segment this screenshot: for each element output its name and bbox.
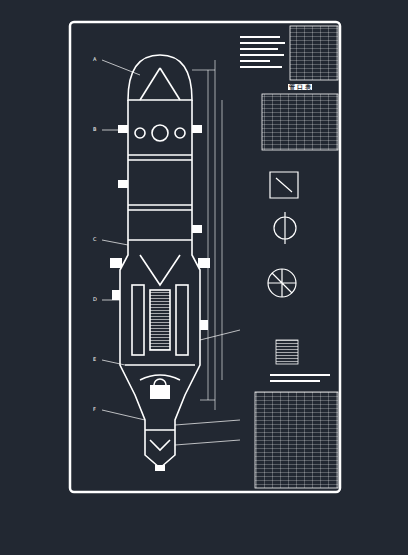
notes-text-block bbox=[240, 36, 330, 382]
nozzles bbox=[110, 125, 210, 471]
dimension-lines bbox=[192, 60, 222, 410]
drawing-frame bbox=[70, 22, 340, 492]
table-title: 管 口 表 bbox=[288, 84, 312, 90]
callout-letter: D bbox=[92, 297, 98, 302]
callout-letter: A bbox=[92, 57, 97, 62]
callout-letter: B bbox=[92, 127, 97, 132]
detail-views bbox=[268, 172, 298, 297]
callout-letter: E bbox=[92, 357, 97, 362]
leader-lines bbox=[102, 60, 240, 445]
vessel-body bbox=[120, 55, 200, 468]
tables bbox=[255, 26, 338, 488]
callout-letter: F bbox=[92, 407, 97, 412]
callout-letter: C bbox=[92, 237, 98, 242]
